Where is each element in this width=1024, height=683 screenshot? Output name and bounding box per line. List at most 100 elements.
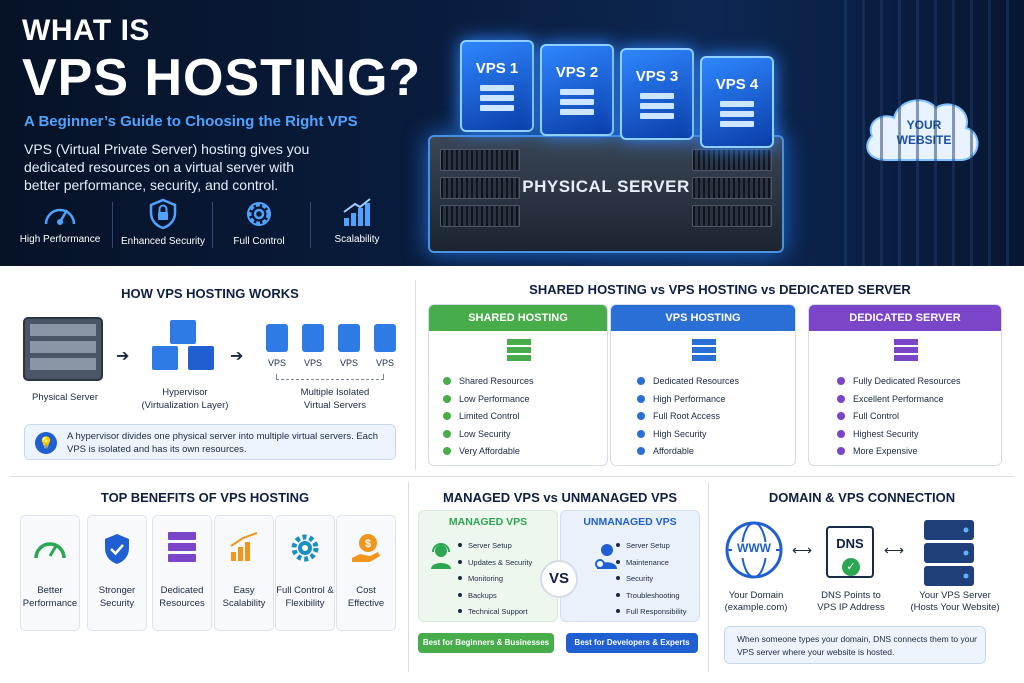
list-item-text: Limited Control (459, 411, 520, 421)
check-icon (837, 429, 845, 438)
vps-group: VPS VPS VPS VPS (262, 322, 402, 382)
check-icon (443, 377, 451, 385)
list-item-text: Low Performance (459, 393, 530, 404)
server-stack-icon (894, 339, 918, 361)
list-item-text: Troubleshooting (626, 590, 680, 600)
list-item: Dedicated Resources (637, 373, 739, 391)
cloud-label: YOUR WEBSITE (896, 118, 952, 147)
gear-icon (247, 202, 271, 226)
list-item: High Security (637, 426, 739, 444)
list-item-text: Server Setup (626, 541, 670, 550)
vps-box-3: VPS 3 (620, 48, 694, 140)
list-item-text: Full Root Access (653, 411, 721, 421)
feature-label: Full Control (233, 236, 285, 247)
vps-label: VPS (267, 358, 286, 368)
list-item-text: Highest Security (853, 428, 919, 439)
managed-vps-title: MANAGED VPS (448, 516, 528, 528)
check-icon (637, 377, 645, 385)
domain-title: DOMAIN & VPS CONNECTION (768, 490, 956, 505)
isolated-subtitle: Virtual Servers (303, 400, 367, 411)
vs-badge: VS (540, 560, 578, 598)
hypervisor-title: Hypervisor (162, 387, 208, 398)
vps-box-2: VPS 2 (540, 44, 614, 136)
list-item: Limited Control (443, 408, 534, 426)
check-icon (637, 412, 645, 420)
vps-box-label: VPS 1 (475, 60, 519, 77)
domain-step-label: Your VPS Server(Hosts Your Website) (900, 590, 1010, 614)
comparison-title: SHARED HOSTING vs VPS HOSTING vs DEDICAT… (529, 282, 911, 297)
managed-title: MANAGED VPS vs UNMANAGED VPS (442, 490, 678, 505)
feature-enhanced-security: Enhanced Security (113, 198, 213, 247)
list-item-text: Full Responsibility (626, 607, 687, 616)
list-item-text: Full Control (853, 411, 900, 421)
benefits-title: TOP BENEFITS OF VPS HOSTING (100, 490, 310, 505)
gauge-icon (34, 542, 66, 559)
check-icon (837, 394, 845, 403)
benefit-label: Cost Effective (347, 585, 385, 609)
list-item-text: Technical Support (468, 607, 528, 616)
benefit-full-control: Full Control & Flexibility (275, 515, 335, 631)
list-item: Low Security (443, 426, 534, 444)
list-item: Updates & Security (458, 555, 532, 572)
benefit-better-performance: Better Performance (20, 515, 80, 631)
check-icon (837, 412, 845, 420)
list-item: Backups (458, 588, 532, 605)
check-icon (443, 429, 451, 438)
bullet (616, 592, 620, 597)
dns-icon: DNS ✓ (826, 526, 874, 578)
shield-lock-icon (149, 198, 177, 230)
drive-slot (440, 149, 520, 171)
vps-box-1: VPS 1 (460, 40, 534, 132)
vps-icon (302, 324, 324, 352)
list-item: Excellent Performance (837, 391, 961, 409)
step-line: (Hosts Your Website) (910, 602, 1000, 613)
domain-note: When someone types your domain, DNS conn… (724, 626, 986, 664)
domain-step-label: Your Domain(example.com) (712, 590, 800, 614)
bullet (458, 543, 462, 547)
list-item-text: Excellent Performance (853, 393, 944, 404)
svg-text:$: $ (365, 538, 371, 550)
list-item-text: Server Setup (468, 541, 512, 550)
list-item: Fully Dedicated Resources (837, 373, 961, 391)
shared-hosting-card: SHARED HOSTING Shared Resources Low Perf… (428, 304, 608, 466)
hero-description: VPS (Virtual Private Server) hosting giv… (24, 141, 310, 193)
note-text: When someone types your domain, DNS conn… (737, 634, 978, 657)
vps-box-4: VPS 4 (700, 56, 774, 148)
check-icon (443, 412, 451, 420)
check-icon (837, 447, 845, 455)
vps-label: VPS (339, 358, 358, 368)
list-item: Very Affordable (443, 443, 534, 461)
arrow-both-icon: ⟷ (884, 542, 905, 558)
vps-box-label: VPS 4 (715, 76, 759, 93)
divider (708, 482, 709, 672)
list-item-text: Low Security (459, 428, 511, 439)
server-stack-icon (168, 532, 196, 562)
vps-label: VPS (375, 358, 394, 368)
developer-gear-icon (595, 544, 617, 569)
bullet (616, 609, 620, 613)
unmanaged-best-for-button[interactable]: Best for Developers & Experts (566, 633, 698, 653)
drive-slot (440, 205, 520, 227)
feature-scalability: Scalability (307, 198, 407, 245)
list-item-text: Maintenance (626, 557, 669, 567)
arrow-right-icon: ➔ (230, 348, 244, 365)
list-item: Low Performance (443, 391, 534, 409)
list-item-text: Monitoring (468, 574, 504, 583)
list-item-text: Backups (468, 590, 497, 600)
check-icon (637, 394, 645, 403)
feature-list: Fully Dedicated Resources Excellent Perf… (837, 373, 961, 461)
vps-box-label: VPS 2 (555, 64, 599, 81)
server-stack-icon (507, 339, 531, 361)
managed-best-for-button[interactable]: Best for Beginners & Businesses (418, 633, 554, 653)
drive-slot (692, 205, 772, 227)
bullet (616, 543, 620, 547)
divider (310, 202, 311, 248)
list-item: Monitoring (458, 571, 532, 588)
vps-icon (266, 324, 288, 352)
benefit-dedicated-resources: Dedicated Resources (152, 515, 212, 631)
check-icon: ✓ (842, 558, 860, 576)
vps-icon (374, 324, 396, 352)
list-item: Troubleshooting (616, 588, 686, 605)
